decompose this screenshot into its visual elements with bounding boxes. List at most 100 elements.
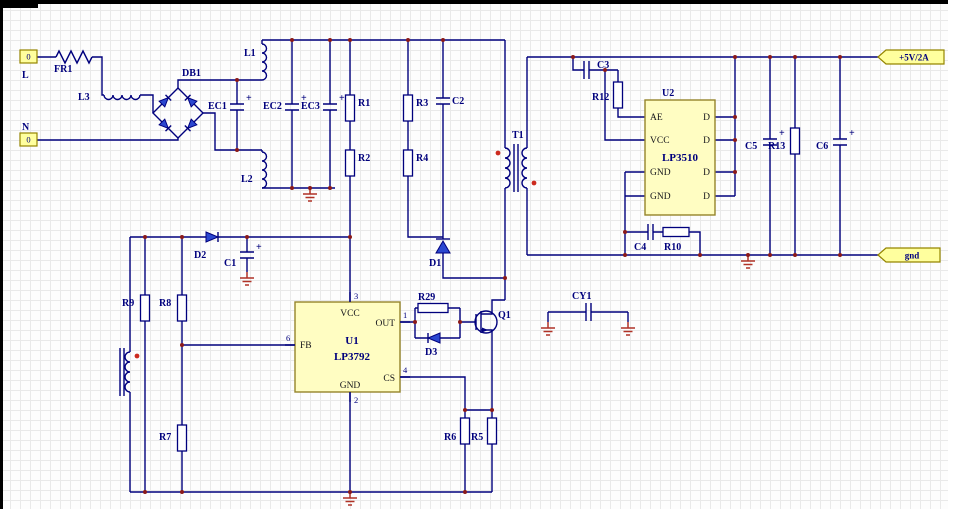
junction-dots	[143, 38, 842, 494]
u1-part: LP3792	[334, 351, 371, 363]
u2-pin-gnd2: GND	[650, 192, 671, 202]
label-r5: R5	[471, 432, 483, 443]
label-r2: R2	[358, 153, 370, 164]
u1-num-4: 4	[403, 365, 408, 375]
component-c1[interactable]: + C1	[224, 242, 262, 269]
c5-plus: +	[779, 128, 785, 139]
u1-num-2: 2	[354, 395, 358, 405]
component-u1[interactable]: VCC FB OUT CS GND 3 6 1 4 2 U1 LP3792	[285, 291, 410, 405]
label-t1: T1	[512, 130, 524, 141]
ground-output[interactable]	[741, 255, 755, 269]
port-l[interactable]: 0 L	[19, 49, 38, 81]
u1-num-3: 3	[354, 291, 358, 301]
net-label-gnd[interactable]: gnd	[877, 247, 941, 263]
label-d1: D1	[429, 258, 441, 269]
ground-cy1-left[interactable]	[541, 322, 555, 336]
component-t1[interactable]: T1	[495, 130, 537, 192]
component-r29[interactable]: R29	[417, 292, 449, 314]
u1-pin-out: OUT	[375, 319, 395, 329]
window-edge-top	[0, 0, 955, 4]
ground-filter[interactable]	[303, 188, 317, 202]
u1-num-1: 1	[403, 310, 407, 320]
component-c5[interactable]: + C5	[745, 128, 785, 152]
net-label-vout-text: +5V/2A	[899, 53, 929, 63]
component-r4[interactable]: R4	[402, 149, 429, 177]
label-r10: R10	[664, 242, 681, 253]
component-r7[interactable]: R7	[159, 424, 188, 452]
u1-pin-gnd: GND	[340, 381, 361, 391]
u1-num-6: 6	[286, 333, 290, 343]
u2-pin-d2: D	[703, 136, 710, 146]
component-c4[interactable]: C4	[634, 224, 654, 253]
component-c6[interactable]: + C6	[816, 128, 855, 152]
u2-designator: U2	[662, 88, 674, 99]
sheet-margin-bottom	[0, 509, 955, 524]
component-u2[interactable]: U2 AE VCC GND GND D D D D LP3510	[644, 88, 716, 216]
component-c2[interactable]: C2	[436, 96, 464, 107]
label-l1: L1	[244, 48, 256, 59]
u2-pin-d3: D	[703, 168, 710, 178]
component-r13[interactable]: R13	[768, 127, 801, 155]
port-n-label: N	[22, 122, 30, 133]
component-r5[interactable]: R5	[471, 417, 498, 445]
component-r10[interactable]: R10	[662, 226, 690, 254]
label-c6: C6	[816, 141, 828, 152]
label-ec1: EC1	[208, 101, 227, 112]
label-r29: R29	[418, 292, 435, 303]
port-n[interactable]: 0 N	[19, 122, 38, 147]
label-c2: C2	[452, 96, 464, 107]
wires[interactable]	[37, 39, 878, 493]
component-l2[interactable]: L2	[241, 151, 268, 189]
label-l2: L2	[241, 174, 253, 185]
port-l-value: 0	[26, 52, 30, 62]
label-c1: C1	[224, 258, 236, 269]
component-cy1[interactable]: CY1	[572, 291, 592, 321]
component-r9[interactable]: R9	[122, 294, 151, 322]
component-ec3[interactable]: + EC3	[301, 93, 345, 112]
component-ec1[interactable]: + EC1	[208, 93, 252, 112]
ground-u1[interactable]	[343, 492, 357, 506]
label-c4: C4	[634, 242, 646, 253]
label-r1: R1	[358, 98, 370, 109]
c6-plus: +	[849, 128, 855, 139]
u2-pin-d4: D	[703, 192, 710, 202]
window-edge-left	[0, 0, 3, 524]
u2-part: LP3510	[662, 152, 699, 164]
component-d3[interactable]: D3	[425, 332, 441, 358]
u1-pin-vcc: VCC	[340, 309, 360, 319]
component-r1[interactable]: R1	[344, 94, 371, 122]
component-fr1[interactable]: FR1	[54, 49, 93, 75]
label-c3: C3	[597, 60, 609, 71]
ground-cy1-right[interactable]	[621, 322, 635, 336]
net-label-vout[interactable]: +5V/2A	[877, 49, 945, 65]
component-l3[interactable]: L3	[78, 92, 141, 103]
net-label-gnd-text: gnd	[905, 251, 920, 261]
component-c3[interactable]: C3	[583, 60, 609, 79]
component-q1[interactable]: Q1	[474, 310, 511, 334]
component-r12[interactable]: R12	[592, 81, 624, 109]
port-l-label: L	[22, 70, 29, 81]
component-r2[interactable]: R2	[344, 149, 371, 177]
port-n-value: 0	[26, 135, 30, 145]
component-d1[interactable]: D1	[429, 238, 451, 269]
ground-c1[interactable]	[240, 272, 254, 286]
window-edge-corner	[0, 0, 38, 8]
component-db1[interactable]: DB1	[152, 68, 204, 139]
label-fr1: FR1	[54, 64, 72, 75]
component-d2[interactable]: D2	[194, 231, 220, 261]
component-r8[interactable]: R8	[159, 294, 188, 322]
label-r8: R8	[159, 298, 171, 309]
component-l1[interactable]: L1	[244, 43, 268, 81]
label-r7: R7	[159, 432, 171, 443]
label-r12: R12	[592, 92, 609, 103]
component-r3[interactable]: R3	[402, 94, 429, 122]
label-ec3: EC3	[301, 101, 320, 112]
component-r6[interactable]: R6	[444, 417, 471, 445]
t1-primary-dot	[495, 150, 501, 156]
component-aux-winding[interactable]	[119, 348, 140, 396]
u1-pin-fb: FB	[300, 341, 312, 351]
component-ec2[interactable]: + EC2	[263, 93, 307, 112]
u2-pin-gnd1: GND	[650, 168, 671, 178]
